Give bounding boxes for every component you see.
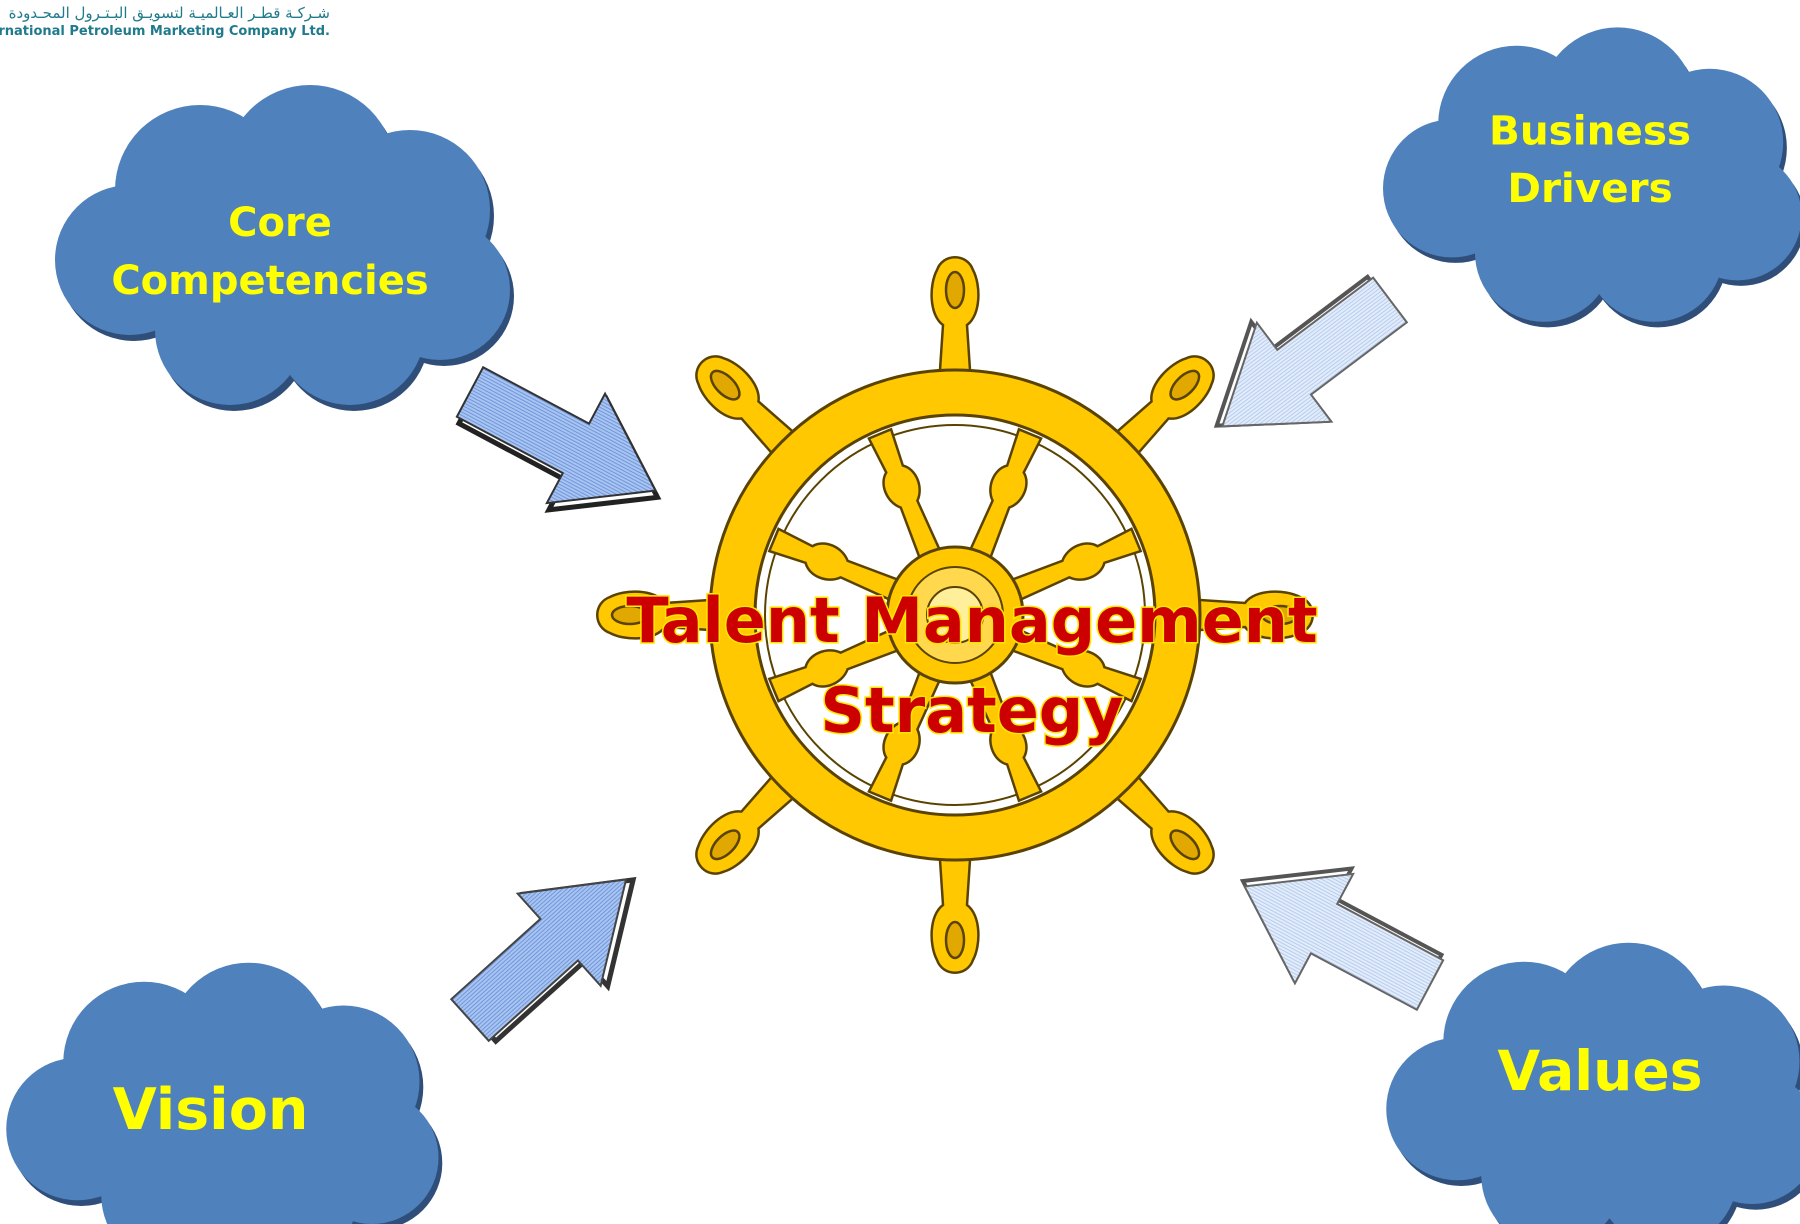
wheel-handle xyxy=(930,843,980,974)
wheel-spoke xyxy=(767,527,906,604)
arrow-vision-to-center xyxy=(427,830,675,1070)
wheel-spoke xyxy=(1004,626,1143,703)
center-title-line2: Strategy xyxy=(820,674,1123,747)
core-line2: Competencies xyxy=(111,258,428,304)
wheel-spoke xyxy=(867,427,944,566)
cloud-vision: Vision xyxy=(6,962,443,1224)
wheel-handle xyxy=(1183,590,1314,640)
company-logo-english-text: Qatar International Petroleum Marketing … xyxy=(0,24,330,39)
wheel-handle xyxy=(695,355,806,466)
wheel-spoke xyxy=(1004,527,1143,604)
values-label: Values xyxy=(1497,1039,1702,1103)
center-title-line1: Talent Management xyxy=(626,584,1317,657)
arrow-values-to-center xyxy=(1212,826,1461,1041)
wheel-spoke xyxy=(767,626,906,703)
wheel-spoke xyxy=(867,664,944,803)
wheel-handle xyxy=(596,590,727,640)
company-logo-arabic: شـركـة قطـر العـالميـة لتسويـق البـتـرول… xyxy=(8,4,330,22)
wheel-handle xyxy=(1104,355,1215,466)
vision-label: Vision xyxy=(113,1077,309,1143)
wheel-spoke xyxy=(966,664,1043,803)
wheel-handle xyxy=(930,256,980,387)
company-logo-english: Qatar International Petroleum Marketing … xyxy=(0,24,330,39)
arrow-core-to-center xyxy=(439,336,689,552)
cloud-core-competencies: Core Competencies xyxy=(55,85,514,411)
wheel-handle xyxy=(1104,764,1215,875)
cloud-business-drivers: Business Drivers xyxy=(1383,27,1800,328)
arrow-business-to-center xyxy=(1177,247,1429,478)
core-line1: Core xyxy=(228,200,332,246)
ship-wheel-icon xyxy=(596,256,1314,974)
business-line1: Business xyxy=(1489,106,1691,154)
business-line2: Drivers xyxy=(1507,164,1672,212)
wheel-spoke xyxy=(966,427,1043,566)
cloud-values: Values xyxy=(1386,942,1800,1224)
wheel-handle xyxy=(695,764,806,875)
